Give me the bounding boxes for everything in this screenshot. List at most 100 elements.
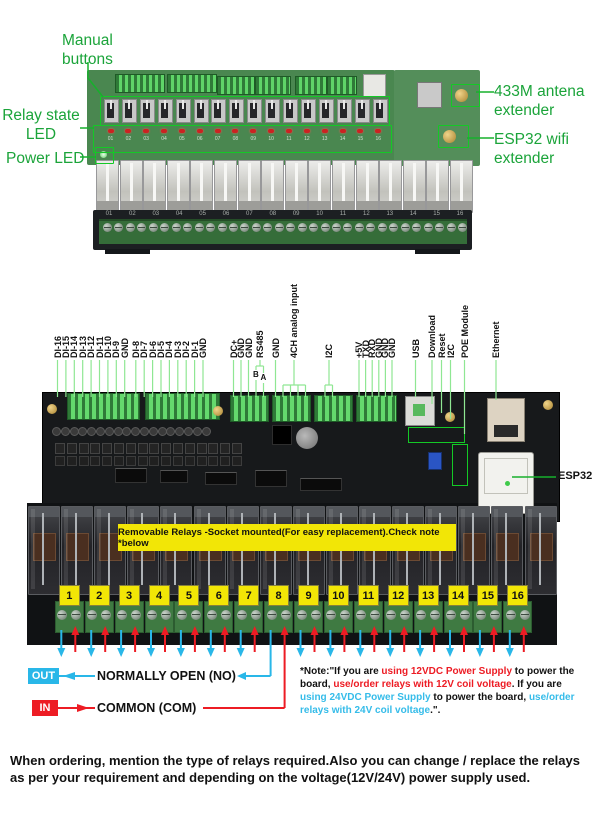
- relay-armature: [108, 513, 110, 585]
- top-usb-port: [363, 74, 386, 97]
- screw-slot: [115, 227, 122, 228]
- top-terminal-number: 04: [171, 211, 187, 217]
- relay-plunger: [460, 163, 463, 203]
- relay-number-tag: 10: [328, 585, 349, 606]
- screw-slot: [178, 614, 186, 615]
- screw-terminal: [71, 610, 81, 620]
- pin-label: GND: [387, 338, 397, 358]
- normally-open-label: NORMALLY OPEN (NO): [97, 669, 236, 683]
- bottom-relay: [458, 506, 490, 595]
- screw-slot: [132, 614, 140, 615]
- screw-slot: [161, 227, 168, 228]
- screw-slot: [150, 227, 157, 228]
- transistor: [197, 443, 207, 454]
- relay-coil: [530, 533, 553, 561]
- screw-terminal: [297, 610, 307, 620]
- screw-slot: [431, 614, 439, 615]
- screw-slot: [287, 227, 294, 228]
- relay-plunger: [224, 163, 227, 203]
- capacitor: [96, 427, 105, 436]
- screw-slot: [207, 227, 214, 228]
- top-relay: [426, 160, 449, 213]
- screw-slot: [268, 614, 276, 615]
- mount-screw: [47, 404, 57, 414]
- screw-slot: [88, 614, 96, 615]
- note-segment: using 24VDC Power Supply: [300, 692, 431, 703]
- top-base-foot: [105, 249, 150, 254]
- screw-terminal: [446, 610, 456, 620]
- manual-buttons-highlight-box: [100, 96, 390, 126]
- screw-terminal: [221, 610, 231, 620]
- capacitor: [52, 427, 61, 436]
- esp32-antenna-zone: [484, 458, 528, 494]
- relay-number-tag: 4: [149, 585, 170, 606]
- transistor: [90, 456, 100, 466]
- transistor: [161, 443, 171, 454]
- transistor: [55, 443, 65, 454]
- note-segment: to power the board,: [431, 692, 529, 703]
- screw-slot: [138, 227, 145, 228]
- ic-chip: [205, 472, 237, 485]
- relay-glass-highlight: [528, 509, 532, 589]
- relay-number-tag: 15: [477, 585, 498, 606]
- relay-plunger: [366, 163, 369, 203]
- screw-slot: [104, 227, 111, 228]
- screw-terminal: [237, 610, 247, 620]
- screw-slot: [417, 614, 425, 615]
- screw-slot: [276, 227, 283, 228]
- screw-terminal: [326, 610, 336, 620]
- screw-slot: [507, 614, 515, 615]
- top-relay: [308, 160, 331, 213]
- top-terminal-number: 08: [265, 211, 281, 217]
- transistor: [220, 443, 230, 454]
- screw-slot: [72, 614, 80, 615]
- screw-slot: [238, 614, 246, 615]
- esp32-led: [505, 481, 510, 486]
- screw-terminal: [355, 223, 364, 232]
- screw-slot: [371, 614, 379, 615]
- screw-terminal: [191, 610, 201, 620]
- pin-label: I2C: [446, 344, 456, 358]
- screw-slot: [127, 227, 134, 228]
- antenna-433m-label: 433M antena extender: [494, 82, 596, 121]
- bottom-terminal-strip: [230, 395, 269, 422]
- power-supply-note: *Note:"If you are using 12VDC Power Supp…: [300, 665, 588, 717]
- note-segment: using 12VDC Power Supply: [381, 666, 512, 677]
- relay-plunger: [248, 163, 251, 203]
- transistor: [138, 443, 148, 454]
- screw-terminal: [281, 610, 291, 620]
- manual-buttons-label: Manual buttons: [62, 31, 144, 70]
- screw-slot: [196, 227, 203, 228]
- screw-terminal: [458, 223, 467, 232]
- top-terminal-number: 10: [312, 211, 328, 217]
- screw-terminal: [252, 223, 261, 232]
- capacitor: [105, 427, 114, 436]
- screw-slot: [425, 227, 432, 228]
- top-relay: [285, 160, 308, 213]
- screw-slot: [357, 614, 365, 615]
- note-segment: *Note:"If you are: [300, 666, 381, 677]
- screw-slot: [341, 614, 349, 615]
- top-relay: [214, 160, 237, 213]
- screw-terminal: [370, 610, 380, 620]
- relay-glass-highlight: [64, 509, 68, 589]
- screw-terminal: [149, 223, 158, 232]
- screw-slot: [148, 614, 156, 615]
- pin-label: 4CH analog input: [289, 284, 299, 358]
- screw-terminal: [206, 223, 215, 232]
- mount-screw: [543, 400, 553, 410]
- in-badge: IN: [32, 700, 58, 716]
- relay-glass-highlight: [494, 509, 498, 589]
- screw-slot: [390, 227, 397, 228]
- screw-terminal: [131, 610, 141, 620]
- relay-number-tag: 16: [507, 585, 528, 606]
- transistor: [126, 456, 136, 466]
- relay-number-tag: 1: [59, 585, 80, 606]
- ethernet-pins: [494, 425, 518, 437]
- transistor: [197, 456, 207, 466]
- power-led-highlight-box: [95, 147, 114, 164]
- transistor: [114, 456, 124, 466]
- rs485-pin-label: B: [253, 370, 259, 379]
- top-terminal-number: 16: [452, 211, 468, 217]
